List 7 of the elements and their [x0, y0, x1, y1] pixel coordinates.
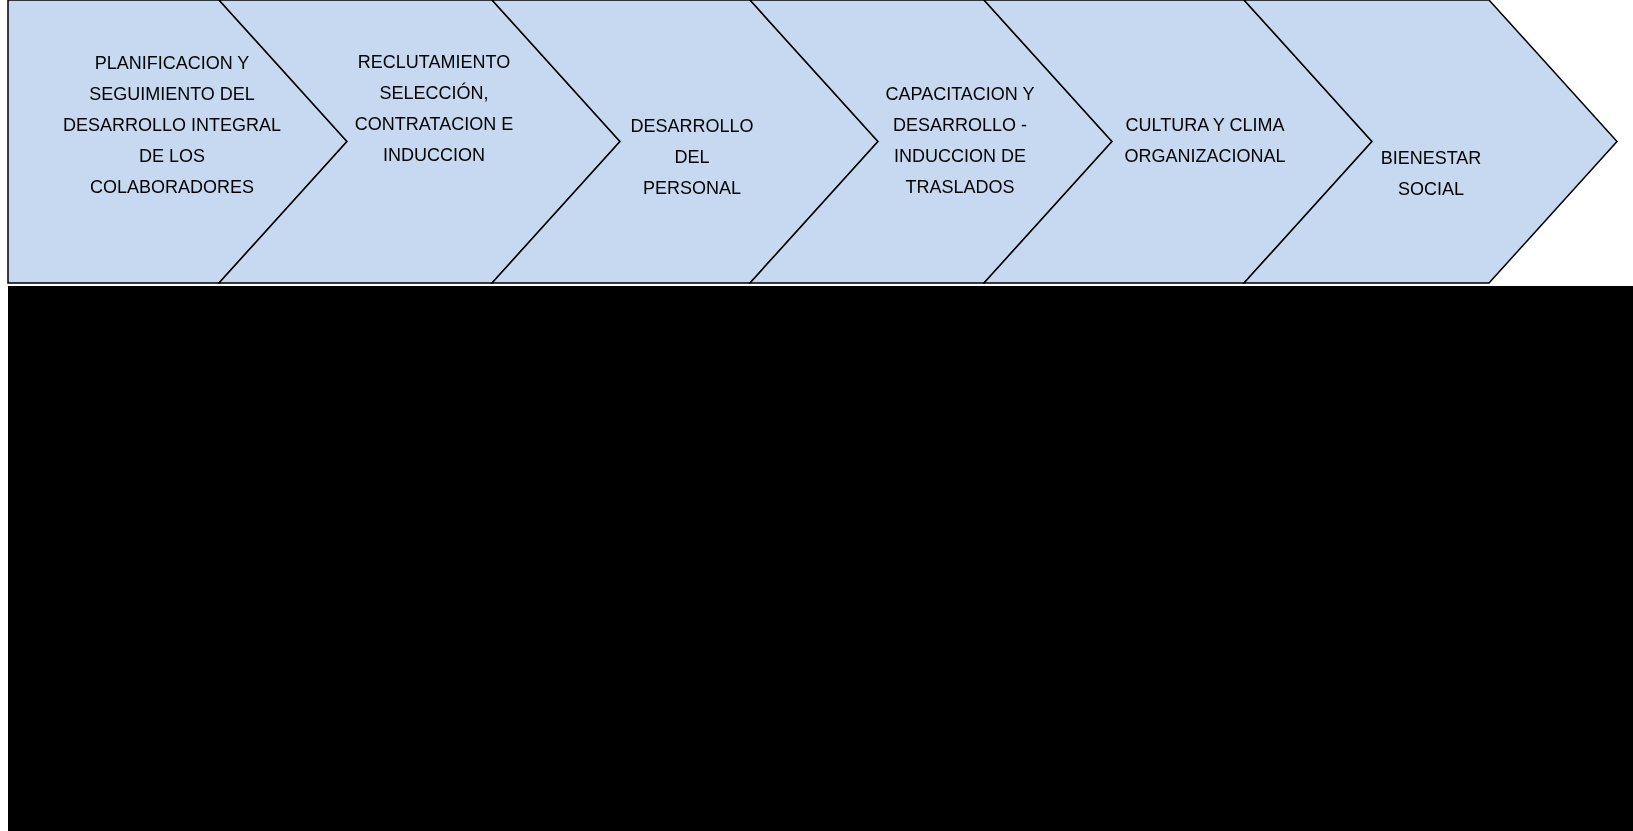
step-label: DESARROLLO DEL PERSONAL	[629, 114, 755, 200]
step-label: CULTURA Y CLIMA ORGANIZACIONAL	[1123, 114, 1287, 168]
step-label: BIENESTAR SOCIAL	[1379, 147, 1483, 201]
step-label: RECLUTAMIENTO SELECCIÓN, CONTRATACION E INDUCCION	[353, 51, 515, 167]
step-label: PLANIFICACION Y SEGUIMIENTO DEL DESARROLLO INTEGRAL DE LOS COLABORADORES	[61, 51, 283, 199]
step-label: CAPACITACION Y DESARROLLO - INDUCCION DE TRASLADOS	[884, 83, 1036, 199]
chevron-step	[8, 0, 347, 283]
